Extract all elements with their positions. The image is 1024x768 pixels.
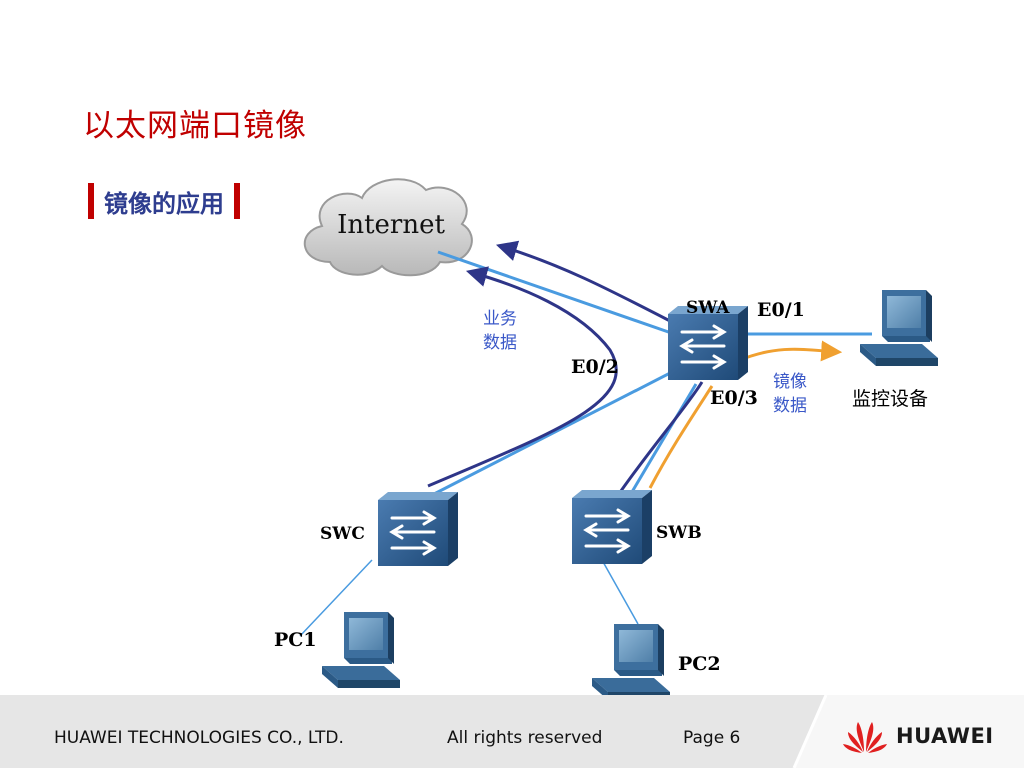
- port-e03: E0/3: [710, 387, 758, 409]
- footer: [0, 695, 1024, 768]
- link-swa-swc: [433, 368, 677, 496]
- subtitle-right-marker: [234, 183, 240, 219]
- annotation-service-line2: 数据: [483, 333, 517, 353]
- label-monitor: 监控设备: [852, 388, 928, 410]
- page-title: 以太网端口镜像: [83, 108, 307, 144]
- mirror-flows: [648, 340, 843, 489]
- port-e02: E0/2: [571, 356, 619, 378]
- mirror-to-monitor: [739, 340, 843, 362]
- flow-swc-internet: [427, 266, 618, 488]
- label-pc2: PC2: [678, 653, 721, 675]
- annotation-mirror-line1: 镜像: [773, 372, 807, 392]
- switch-swc-icon: [376, 490, 460, 568]
- label-swa: SWA: [686, 298, 730, 318]
- subtitle-bar: 镜像的应用: [88, 182, 240, 220]
- footer-company: HUAWEI TECHNOLOGIES CO., LTD.: [54, 728, 344, 748]
- label-swc: SWC: [320, 524, 365, 544]
- pc1-icon: [322, 612, 400, 688]
- annotation-mirror-line2: 数据: [773, 396, 807, 416]
- subtitle-left-marker: [88, 183, 94, 219]
- footer-page-number: Page 6: [683, 728, 741, 748]
- subtitle: 镜像的应用: [104, 189, 224, 218]
- label-swb: SWB: [656, 523, 702, 543]
- label-pc1: PC1: [274, 629, 317, 651]
- link-swc-pc1: [299, 559, 373, 637]
- huawei-logo-icon: [843, 722, 887, 753]
- link-internet-swa: [437, 250, 681, 338]
- link-lines: [299, 250, 872, 637]
- pc2-icon: [592, 624, 670, 700]
- flow-swa-internet: [495, 240, 673, 324]
- monitor-device-icon: [860, 290, 938, 366]
- annotation-service-line1: 业务: [483, 309, 517, 329]
- footer-rights: All rights reserved: [447, 728, 603, 748]
- huawei-brand: HUAWEI: [842, 716, 994, 756]
- cloud-label: Internet: [337, 210, 445, 240]
- port-e01: E0/1: [757, 299, 805, 321]
- internet-cloud: Internet: [303, 178, 473, 277]
- brand-wordmark: HUAWEI: [896, 724, 994, 748]
- service-flows: [427, 240, 704, 499]
- flow-swb-swa: [614, 381, 704, 499]
- link-swa-swb: [624, 383, 698, 503]
- network-diagram: Internet SWA SWC SWB PC1 PC2 监控设备 E0/1 E…: [274, 178, 938, 700]
- link-swb-pc2: [601, 559, 639, 625]
- switch-swb-icon: [570, 488, 654, 566]
- mirror-from-e03: [648, 385, 714, 489]
